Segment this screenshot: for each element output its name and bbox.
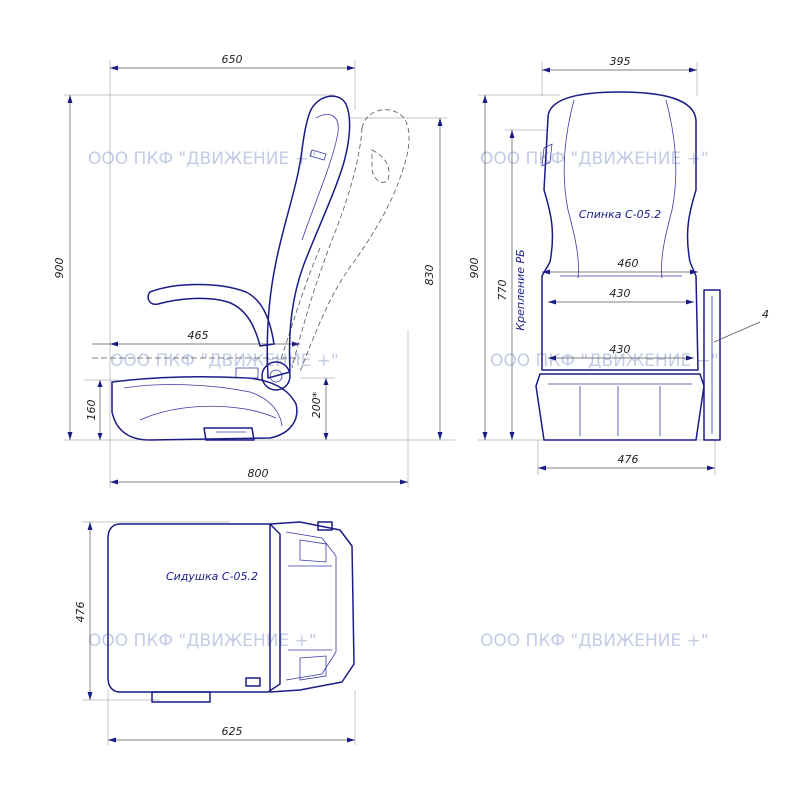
- dim-770: 770: [496, 280, 509, 301]
- dim-800: 800: [248, 467, 269, 480]
- dim-460: 460: [618, 257, 639, 270]
- watermark-6: ООО ПКФ "ДВИЖЕНИЕ +": [480, 631, 709, 651]
- backrest-front: [541, 91, 699, 371]
- backrest-side: [266, 95, 351, 379]
- watermarks: ООО ПКФ "ДВИЖЕНИЕ +" ООО ПКФ "ДВИЖЕНИЕ +…: [88, 149, 719, 651]
- top-view: 476 625 Сидушка С-05.2: [74, 521, 356, 745]
- seat-base-front: [535, 373, 705, 441]
- dim-900-side: 900: [53, 258, 66, 279]
- watermark-5: ООО ПКФ "ДВИЖЕНИЕ +": [88, 631, 317, 651]
- dim-160: 160: [85, 400, 98, 421]
- seat-cushion-side: [111, 376, 298, 441]
- backrest-top: [269, 521, 355, 693]
- pivot-mechanism: [261, 361, 291, 391]
- adjust-lever: [203, 427, 255, 441]
- armrest-side: [147, 283, 275, 347]
- seat-label: Сидушка С-05.2: [166, 570, 258, 583]
- dim-476-top: 476: [74, 602, 87, 623]
- seat-lever-top: [151, 691, 211, 703]
- dim-625: 625: [222, 725, 243, 738]
- watermark-4: ООО ПКФ "ДВИЖЕНИЕ +": [490, 351, 719, 371]
- mount-plate: [703, 289, 721, 441]
- mount-label: Крепление РБ: [514, 249, 527, 330]
- dim-830: 830: [423, 265, 436, 286]
- dim-200: 200*: [310, 391, 323, 418]
- dim-465: 465: [188, 329, 209, 342]
- watermark-2: ООО ПКФ "ДВИЖЕНИЕ +": [480, 149, 709, 169]
- callout-4: 4: [762, 308, 769, 321]
- dim-430-low: 430: [610, 343, 631, 356]
- front-view: 395 900 770 Крепление РБ Спинка С-05.2 4…: [468, 55, 769, 475]
- watermark-1: ООО ПКФ "ДВИЖЕНИЕ +": [88, 149, 317, 169]
- dim-430-mid: 430: [610, 287, 631, 300]
- dim-900-front: 900: [468, 258, 481, 279]
- dim-650: 650: [222, 53, 243, 66]
- side-view: 650 900 830 160 200* 465 800: [53, 53, 455, 488]
- dim-476-front: 476: [618, 453, 639, 466]
- watermark-3: ООО ПКФ "ДВИЖЕНИЕ +": [110, 351, 339, 371]
- dim-395: 395: [610, 55, 631, 68]
- seat-cushion-top: [107, 523, 281, 693]
- backrest-label: Спинка С-05.2: [579, 208, 661, 221]
